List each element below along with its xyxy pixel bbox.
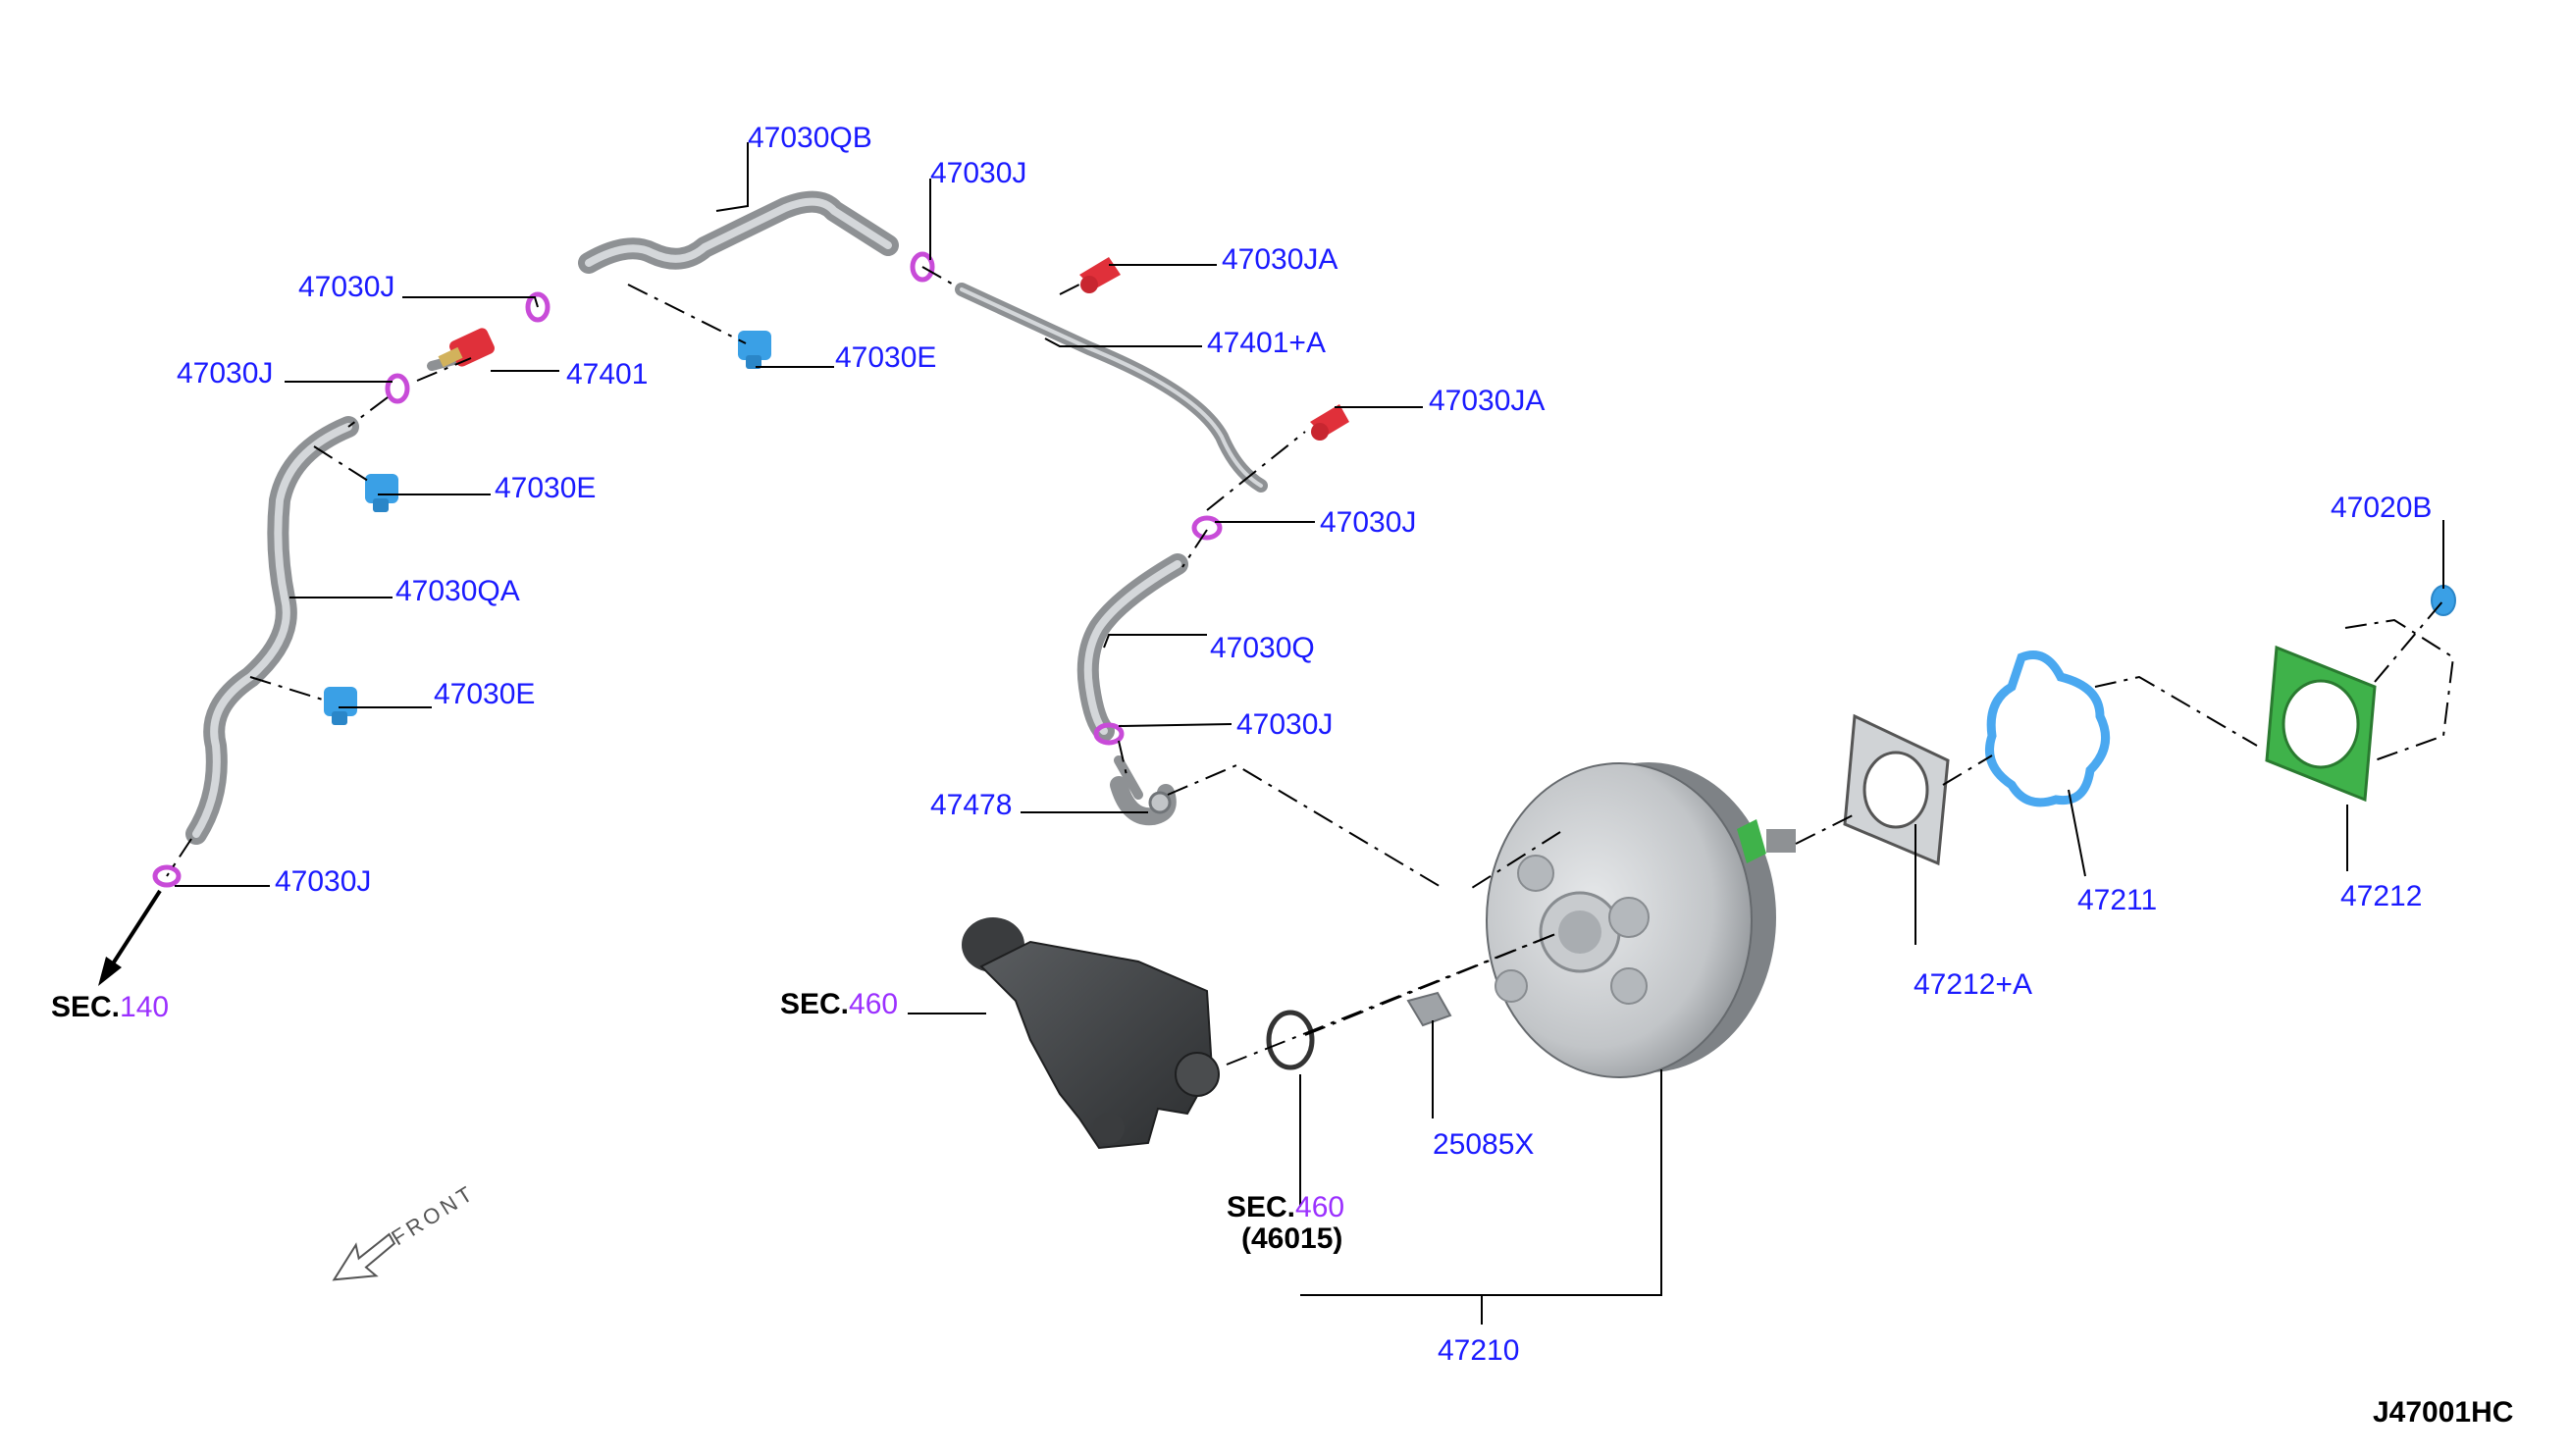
brake-booster-47210-icon [1486,762,1796,1078]
clamp-icon [525,291,551,323]
seal-ring-icon [1266,1010,1315,1070]
connector-47030ja-icon [1310,404,1349,441]
section-ref-460[interactable]: SEC.460 [780,988,898,1020]
section-ref-460-seal[interactable]: SEC.460 [1227,1191,1344,1223]
part-label-47212[interactable]: 47212 [2340,880,2422,912]
front-label: FRONT [387,1179,479,1250]
part-label-47030j[interactable]: 47030J [275,865,371,898]
section-arrow-icon [98,889,162,986]
gasket-47212-icon [2265,645,2377,803]
hose-47030qb [578,190,899,274]
part-label-47030e[interactable]: 47030E [434,678,535,710]
part-label-47478[interactable]: 47478 [930,789,1012,821]
connector-47030e-icon [365,474,398,512]
part-label-47401[interactable]: 47401 [566,358,648,390]
part-label-47212a[interactable]: 47212+A [1914,968,2032,1001]
front-arrow-icon [332,1232,396,1281]
master-cylinder-icon [962,917,1220,1150]
part-label-47030j[interactable]: 47030J [1236,708,1333,741]
check-valve-47478-icon [1110,776,1177,826]
hose-47030q [1076,553,1188,742]
part-label-47030ja[interactable]: 47030JA [1222,243,1337,276]
clamp-icon [385,373,410,404]
part-label-47030e[interactable]: 47030E [835,341,936,374]
part-label-47210[interactable]: 47210 [1438,1334,1519,1367]
leader-lines [175,142,2444,1325]
switch-25085x-icon [1406,991,1452,1027]
clamp-icon [1191,515,1223,541]
connector-47030e-icon [324,687,357,725]
part-label-47030j[interactable]: 47030J [298,271,394,303]
part-label-47030ja[interactable]: 47030JA [1429,385,1545,417]
part-label-47030qa[interactable]: 47030QA [395,575,520,607]
connector-47030ja-icon [1079,257,1121,293]
part-label-47030j[interactable]: 47030J [930,157,1026,189]
section-ref-sub: (46015) [1241,1222,1342,1255]
diagram-code: J47001HC [2373,1396,2513,1429]
gasket-47212a-icon [1843,713,1950,866]
part-label-25085x[interactable]: 25085X [1433,1128,1534,1161]
hose-47030qa [185,416,359,845]
assembly-lines [166,266,2455,1066]
hose-stub [1114,755,1143,800]
clamp-icon [910,251,935,283]
section-ref-140[interactable]: SEC.140 [51,991,169,1023]
connector-47030e-icon [738,331,771,369]
clamp-icon [1093,722,1125,746]
connector-47401-icon [438,328,495,368]
part-label-47030j[interactable]: 47030J [1320,506,1416,539]
part-label-47030q[interactable]: 47030Q [1210,632,1315,664]
part-label-47401a[interactable]: 47401+A [1207,327,1326,359]
part-label-47030j[interactable]: 47030J [177,357,273,390]
part-label-47030qb[interactable]: 47030QB [748,122,872,154]
clamp-icon [152,864,182,888]
hose-47401a [955,283,1268,493]
part-label-47030e[interactable]: 47030E [495,472,596,504]
part-label-47211[interactable]: 47211 [2077,884,2157,916]
part-label-47020b[interactable]: 47020B [2331,492,2432,524]
gasket-47211-icon [1985,650,2111,807]
